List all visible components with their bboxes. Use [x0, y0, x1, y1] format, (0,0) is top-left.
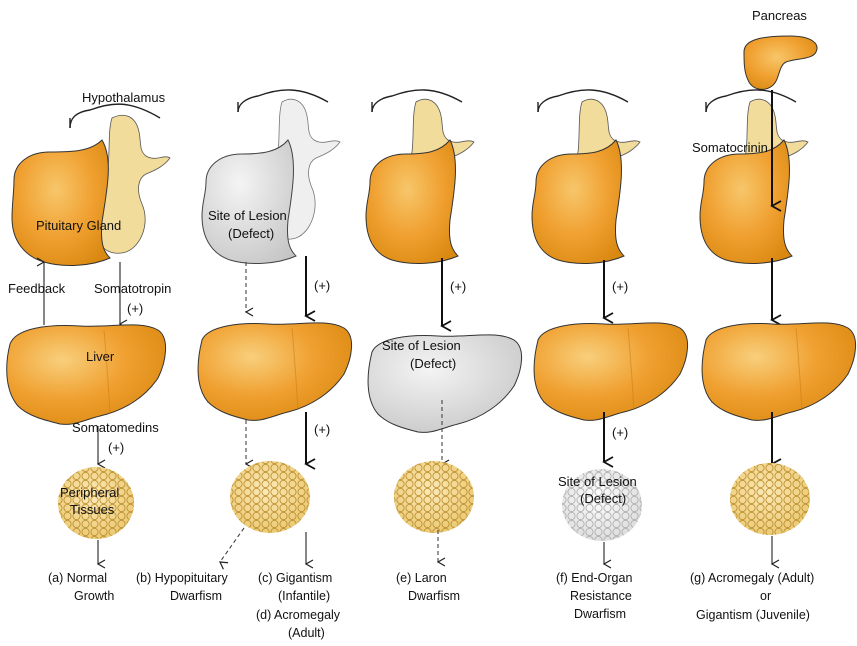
site-of-lesion-label-e: Site of Lesion — [382, 338, 461, 353]
pituitary-gland-a — [12, 115, 170, 265]
column-e: (+) Site of Lesion (Defect) (e) Laron Dw… — [366, 90, 522, 603]
pituitary-gland-g — [700, 99, 808, 263]
caption-d-1: (d) Acromegaly — [256, 608, 341, 622]
peripheral-label-1: Peripheral — [60, 485, 119, 500]
column-f: (+) (+) Site of Lesion (Defect) (f) End-… — [532, 90, 688, 621]
liver-a — [7, 325, 166, 425]
caption-g-1: (g) Acromegaly (Adult) — [690, 571, 814, 585]
caption-a-2: Growth — [74, 589, 114, 603]
peripheral-tissues-e — [394, 461, 474, 533]
defect-label-b: (Defect) — [228, 226, 274, 241]
column-g: Pancreas Somatocrinin (g) Acromegaly (Ad… — [688, 8, 856, 622]
caption-f-2: Resistance — [570, 589, 632, 603]
plus-f-2: (+) — [612, 425, 628, 440]
peripheral-tissues-bcd — [230, 461, 310, 533]
caption-b-1: (b) Hypopituitary — [136, 571, 228, 585]
pancreas-label: Pancreas — [752, 8, 807, 23]
defect-label-e: (Defect) — [410, 356, 456, 371]
plus-e: (+) — [450, 279, 466, 294]
liver-f — [534, 323, 688, 421]
plus-a-1: (+) — [127, 301, 143, 316]
liver-bcd — [198, 323, 352, 421]
pancreas — [744, 36, 817, 89]
defect-label-f: (Defect) — [580, 491, 626, 506]
feedback-label: Feedback — [8, 281, 66, 296]
caption-f-1: (f) End-Organ — [556, 571, 632, 585]
column-a: Hypothalamus Pituitary Gland Feedback So… — [7, 90, 172, 603]
pituitary-gland-f — [532, 99, 640, 263]
caption-e-1: (e) Laron — [396, 571, 447, 585]
liver-label: Liver — [86, 349, 115, 364]
caption-f-3: Dwarfism — [574, 607, 626, 621]
peripheral-tissues-g — [730, 463, 810, 535]
plus-c-2: (+) — [314, 422, 330, 437]
pituitary-gland-e — [366, 99, 474, 263]
caption-g-2: or — [760, 589, 771, 603]
site-of-lesion-label-f: Site of Lesion — [558, 474, 637, 489]
plus-f-1: (+) — [612, 279, 628, 294]
dwarfism-dashed-arrow-b — [220, 528, 244, 562]
somatotropin-label: Somatotropin — [94, 281, 171, 296]
somatomedins-label: Somatomedins — [72, 420, 159, 435]
caption-c-1: (c) Gigantism — [258, 571, 332, 585]
liver-g — [702, 323, 856, 421]
caption-g-3: Gigantism (Juvenile) — [696, 608, 810, 622]
plus-a-2: (+) — [108, 440, 124, 455]
site-of-lesion-label-b: Site of Lesion — [208, 208, 287, 223]
caption-e-2: Dwarfism — [408, 589, 460, 603]
somatocrinin-label: Somatocrinin — [692, 140, 768, 155]
caption-c-2: (Infantile) — [278, 589, 330, 603]
pituitary-gland-label: Pituitary Gland — [36, 218, 121, 233]
caption-a-1: (a) Normal — [48, 571, 107, 585]
caption-b-2: Dwarfism — [170, 589, 222, 603]
column-bcd: Site of Lesion (Defect) (+) (+) (b) Hypo… — [136, 90, 352, 640]
caption-d-2: (Adult) — [288, 626, 325, 640]
plus-c-1: (+) — [314, 278, 330, 293]
peripheral-label-2: Tissues — [70, 502, 115, 517]
hypothalamus-label: Hypothalamus — [82, 90, 166, 105]
